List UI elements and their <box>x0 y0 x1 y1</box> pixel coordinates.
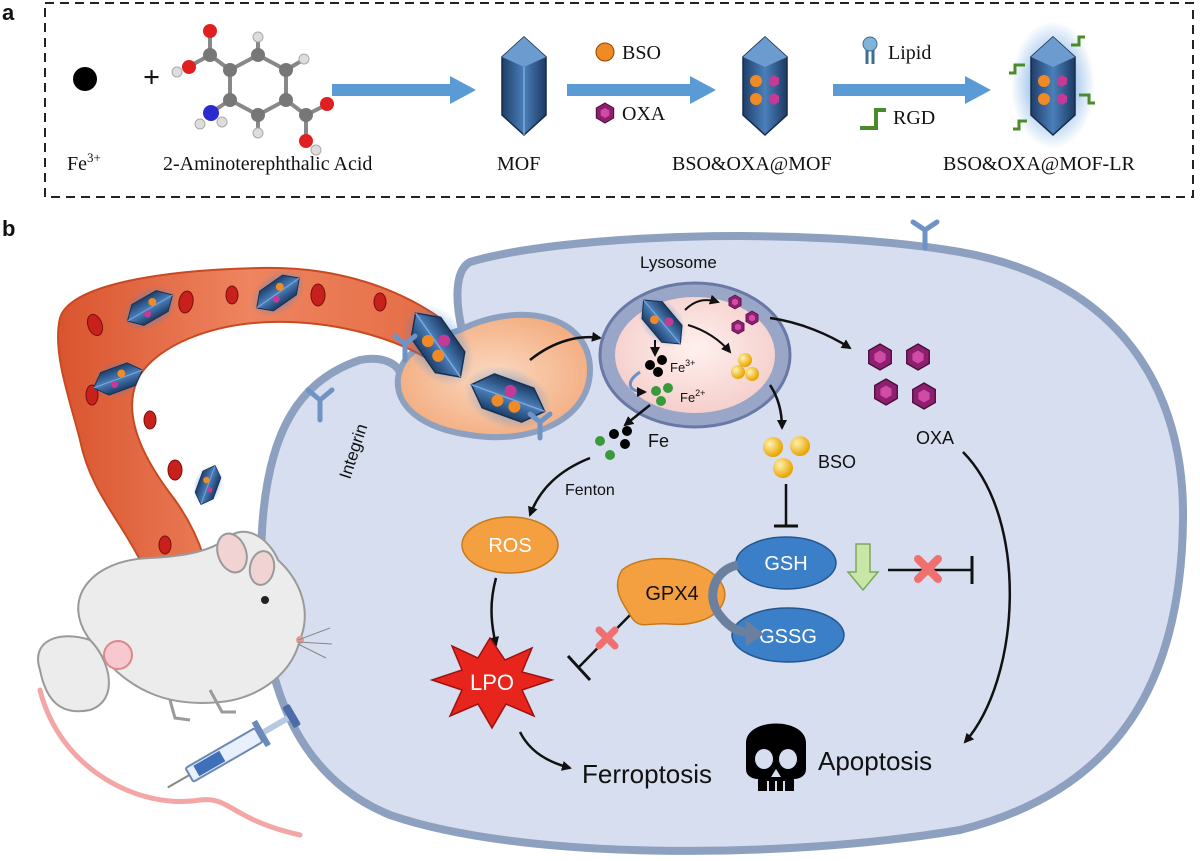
arrow-gsh-to-gssg-head <box>746 620 764 646</box>
rgd-icon <box>860 108 886 130</box>
panel-a-frame <box>44 2 1194 198</box>
bso-dot-icon <box>595 42 615 62</box>
aminoterephthalic-acid-molecule-icon <box>171 24 334 156</box>
arrow-loading <box>567 76 716 104</box>
ros-label: ROS <box>488 535 531 557</box>
oxa-hexagon-icon <box>868 343 892 371</box>
oxa-hexagon-icon <box>745 310 759 326</box>
ros-node <box>461 516 559 574</box>
nanoparticle-in-lysosome <box>632 291 692 353</box>
fenton-label: Fenton <box>565 482 615 499</box>
bso-ball-icon <box>763 437 783 457</box>
oxa-label: OXA <box>916 428 954 448</box>
iron-ion-label: Fe3+ <box>67 150 101 175</box>
nanoparticle-endocytosed <box>400 301 476 389</box>
fe2-dot-icon <box>663 383 673 393</box>
gsh-label: GSH <box>764 553 807 575</box>
loaded-label: BSO&OXA@MOF <box>672 153 832 175</box>
panel-b-label: b <box>2 216 15 241</box>
gpx4-node <box>616 557 726 626</box>
bso-ball-icon <box>745 367 759 381</box>
blocked-cross-icon <box>595 626 619 650</box>
arrow-release-bso <box>687 324 732 354</box>
lpo-node <box>429 636 555 730</box>
tumor-site <box>103 640 133 670</box>
mouse-tail <box>37 687 303 838</box>
arrow-fe-out <box>623 404 651 427</box>
oxa-hexagon-icon <box>912 382 936 410</box>
linker-label: 2-Aminoterephthalic Acid <box>163 153 372 175</box>
fe-dot-icon <box>609 429 619 439</box>
nanoparticle-in-vessel <box>249 267 307 319</box>
arrow-reduction <box>629 370 647 397</box>
lipid-icon <box>862 36 878 64</box>
reagent-rgd: RGD <box>893 107 935 129</box>
fe-dot-icon <box>622 426 632 436</box>
mof-crystal-icon <box>501 35 547 137</box>
arrow-gsh-to-gssg <box>708 560 747 637</box>
bso-ball-icon <box>731 365 745 379</box>
integrin-receptor-icon <box>305 219 940 441</box>
fe3-dot-icon <box>653 367 663 377</box>
bso-label: BSO <box>818 452 856 472</box>
bso-ball-icon <box>738 353 752 367</box>
oxa-hexagon-icon <box>874 378 898 406</box>
mouse-illustration <box>37 530 333 838</box>
fe2-dot-icon <box>656 396 666 406</box>
plus-sign: + <box>143 61 160 94</box>
gssg-node <box>731 607 845 663</box>
ferroptosis-label: Ferroptosis <box>582 759 712 789</box>
fe2-dot-icon <box>651 386 661 396</box>
final-nanoparticle-icon <box>1009 21 1095 149</box>
arrow-bso-out <box>768 384 787 430</box>
fe-dot-icon <box>595 436 605 446</box>
fe3-label: Fe3+ <box>670 358 695 375</box>
panel-a-label: a <box>2 0 15 25</box>
fe-dot-icon <box>605 450 615 460</box>
fe3-dot-icon <box>657 355 667 365</box>
bso-ball-icon <box>790 436 810 456</box>
arrow-synthesis <box>332 76 476 104</box>
reagent-oxa: OXA <box>622 103 666 125</box>
oxa-hexagon-icon <box>595 102 615 124</box>
arrow-fenton <box>528 456 591 517</box>
fe2-label: Fe2+ <box>680 388 705 405</box>
inhibit-bar <box>566 654 592 682</box>
fe-label: Fe <box>648 431 669 451</box>
oxa-hexagon-icon <box>728 294 742 310</box>
arrow-oxa-to-apoptosis <box>962 451 1012 744</box>
fe3-dot-icon <box>645 360 655 370</box>
arrow-ros-to-lpo <box>489 577 499 647</box>
blocked-cross-icon <box>914 555 942 583</box>
arrow-release-oxa <box>684 294 720 311</box>
final-label: BSO&OXA@MOF-LR <box>943 153 1135 175</box>
lpo-label: LPO <box>470 670 514 695</box>
arrow-oxa-out <box>769 316 852 350</box>
loaded-mof-crystal-icon <box>742 35 788 137</box>
mof-label: MOF <box>497 153 540 175</box>
syringe-icon <box>167 704 301 789</box>
apoptosis-label: Apoptosis <box>818 746 932 776</box>
oxa-hexagon-icon <box>906 343 930 371</box>
lysosome-label: Lysosome <box>640 253 717 272</box>
skull-icon <box>746 723 806 791</box>
oxa-hexagon-icon <box>731 319 745 335</box>
reagent-bso: BSO <box>622 42 661 64</box>
gpx4-label: GPX4 <box>645 583 698 605</box>
blood-vessel <box>57 266 442 652</box>
iron-ion-dot <box>73 67 97 91</box>
nanoparticle-in-vessel <box>191 461 225 509</box>
nanoparticle-in-vessel <box>120 284 180 332</box>
nanoparticle-in-vessel <box>88 358 148 400</box>
fe-dot-icon <box>620 439 630 449</box>
decrease-arrow-icon <box>846 543 880 592</box>
reagent-lipid: Lipid <box>888 42 931 64</box>
arrow-endocytosis <box>529 331 602 361</box>
gssg-label: GSSG <box>759 626 817 648</box>
arrow-coating <box>833 76 991 104</box>
arrow-lpo-to-ferroptosis <box>518 731 572 771</box>
bso-ball-icon <box>773 458 793 478</box>
